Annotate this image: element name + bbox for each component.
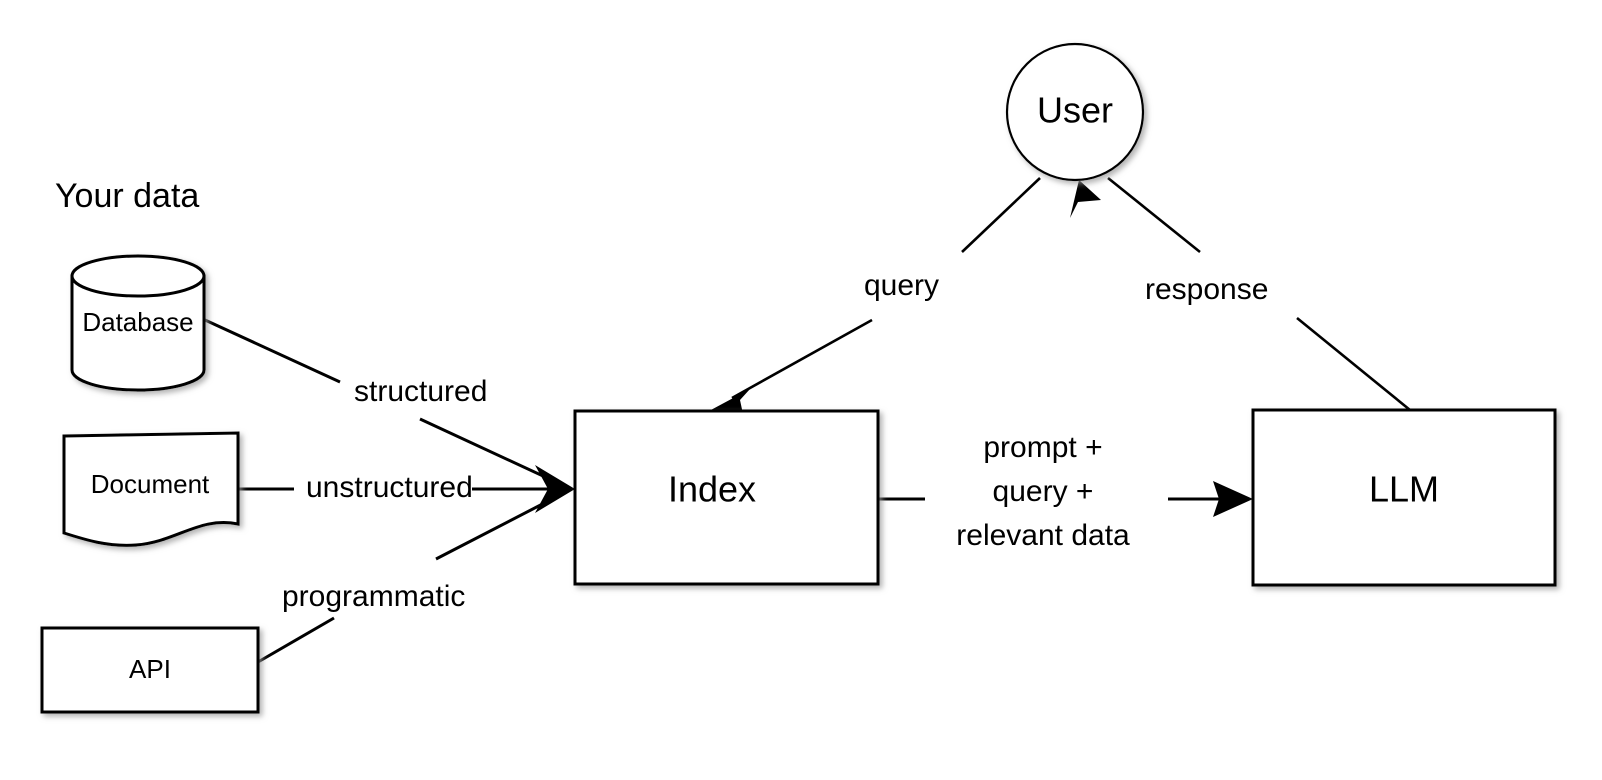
- edge-response: [1070, 176, 1411, 412]
- edge-label-programmatic: programmatic: [282, 580, 465, 613]
- node-index[interactable]: [573, 409, 880, 586]
- document-shape: [62, 431, 240, 547]
- edge-query-segment-upper: [961, 177, 1041, 253]
- edge-label-query: query: [864, 269, 939, 302]
- llm-label: LLM: [1369, 469, 1439, 510]
- node-llm[interactable]: [1251, 408, 1557, 587]
- index-box: [573, 409, 880, 586]
- edge-structured-segment-left: [204, 318, 341, 384]
- api-label: API: [129, 654, 171, 684]
- arrowhead-into-llm-left: [1213, 481, 1253, 517]
- edge-label-unstructured: unstructured: [306, 471, 473, 504]
- edge-response-segment-lower: [1296, 316, 1411, 412]
- section-label-your-data: Your data: [55, 177, 199, 215]
- edge-structured-segment-right: [419, 417, 557, 484]
- node-api[interactable]: [40, 626, 260, 714]
- arrowhead-response-into-user: [1070, 180, 1101, 218]
- arrowhead-into-index-left: [535, 465, 575, 513]
- database-cylinder-body: [70, 274, 206, 392]
- edge-programmatic-segment-left: [257, 616, 335, 664]
- document-label: Document: [91, 469, 210, 499]
- edge-query: [709, 177, 1041, 414]
- llm-box: [1251, 408, 1557, 587]
- index-label: Index: [668, 469, 756, 510]
- edge-structured: [204, 318, 557, 484]
- edge-label-prompt-line-1: prompt +: [983, 431, 1102, 464]
- arrowhead-query-into-index: [709, 389, 750, 414]
- edge-label-prompt-line-2: query +: [993, 475, 1094, 508]
- api-box: [40, 626, 260, 714]
- database-label: Database: [82, 307, 193, 337]
- node-database[interactable]: [70, 254, 206, 392]
- edge-label-response: response: [1145, 273, 1268, 306]
- edge-programmatic-segment-right: [435, 495, 557, 561]
- edge-query-segment-lower: [731, 318, 873, 400]
- edge-label-structured: structured: [354, 375, 487, 408]
- user-circle: [1005, 42, 1145, 182]
- database-cylinder-top: [70, 254, 206, 298]
- edge-label-prompt-line-3: relevant data: [956, 519, 1130, 552]
- node-user[interactable]: [1005, 42, 1145, 182]
- user-label: User: [1037, 90, 1113, 131]
- edge-prompt-query-relevant-data: [878, 481, 1253, 517]
- edge-label-prompt-query-relevant-data: prompt + query + relevant data: [956, 431, 1130, 552]
- node-document[interactable]: [62, 431, 240, 547]
- edge-programmatic: [257, 495, 557, 664]
- edge-response-segment-upper: [1107, 176, 1201, 254]
